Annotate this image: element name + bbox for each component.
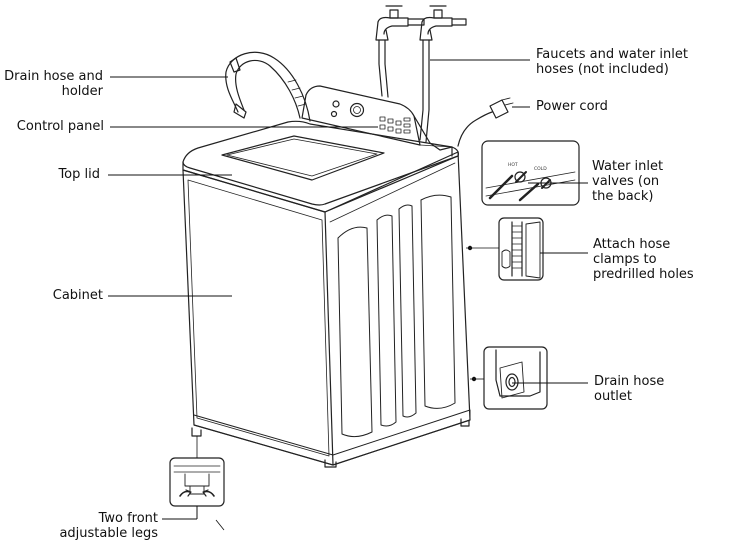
inset-hose-clamps [498,217,544,281]
inset-drain-outlet [483,346,548,410]
valve-tag-cold: COLD [534,166,547,172]
top-lid [182,120,459,213]
label-cabinet: Cabinet [52,288,103,303]
inset-inlet-valves [481,140,580,206]
label-top-lid: Top lid [58,167,100,182]
control-panel [301,85,453,157]
valve-tag-hot: HOT [508,162,518,168]
label-hose-clamps: Attach hose clamps to predrilled holes [593,237,694,282]
power-cord [457,97,514,147]
faucets-and-hoses [375,5,467,143]
label-faucets-hoses: Faucets and water inlet hoses (not inclu… [536,47,688,77]
washer-cabinet [182,151,471,468]
label-inlet-valves: Water inlet valves (on the back) [592,159,664,204]
drain-hose-holder [225,51,311,122]
label-drain-hose-holder: Drain hose and holder [4,69,103,99]
inset-leg [169,457,225,507]
leader-lines [108,59,588,531]
label-drain-outlet: Drain hose outlet [594,374,665,404]
label-legs: Two front adjustable legs [59,511,158,541]
label-control-panel: Control panel [16,119,104,134]
label-power-cord: Power cord [536,99,608,114]
